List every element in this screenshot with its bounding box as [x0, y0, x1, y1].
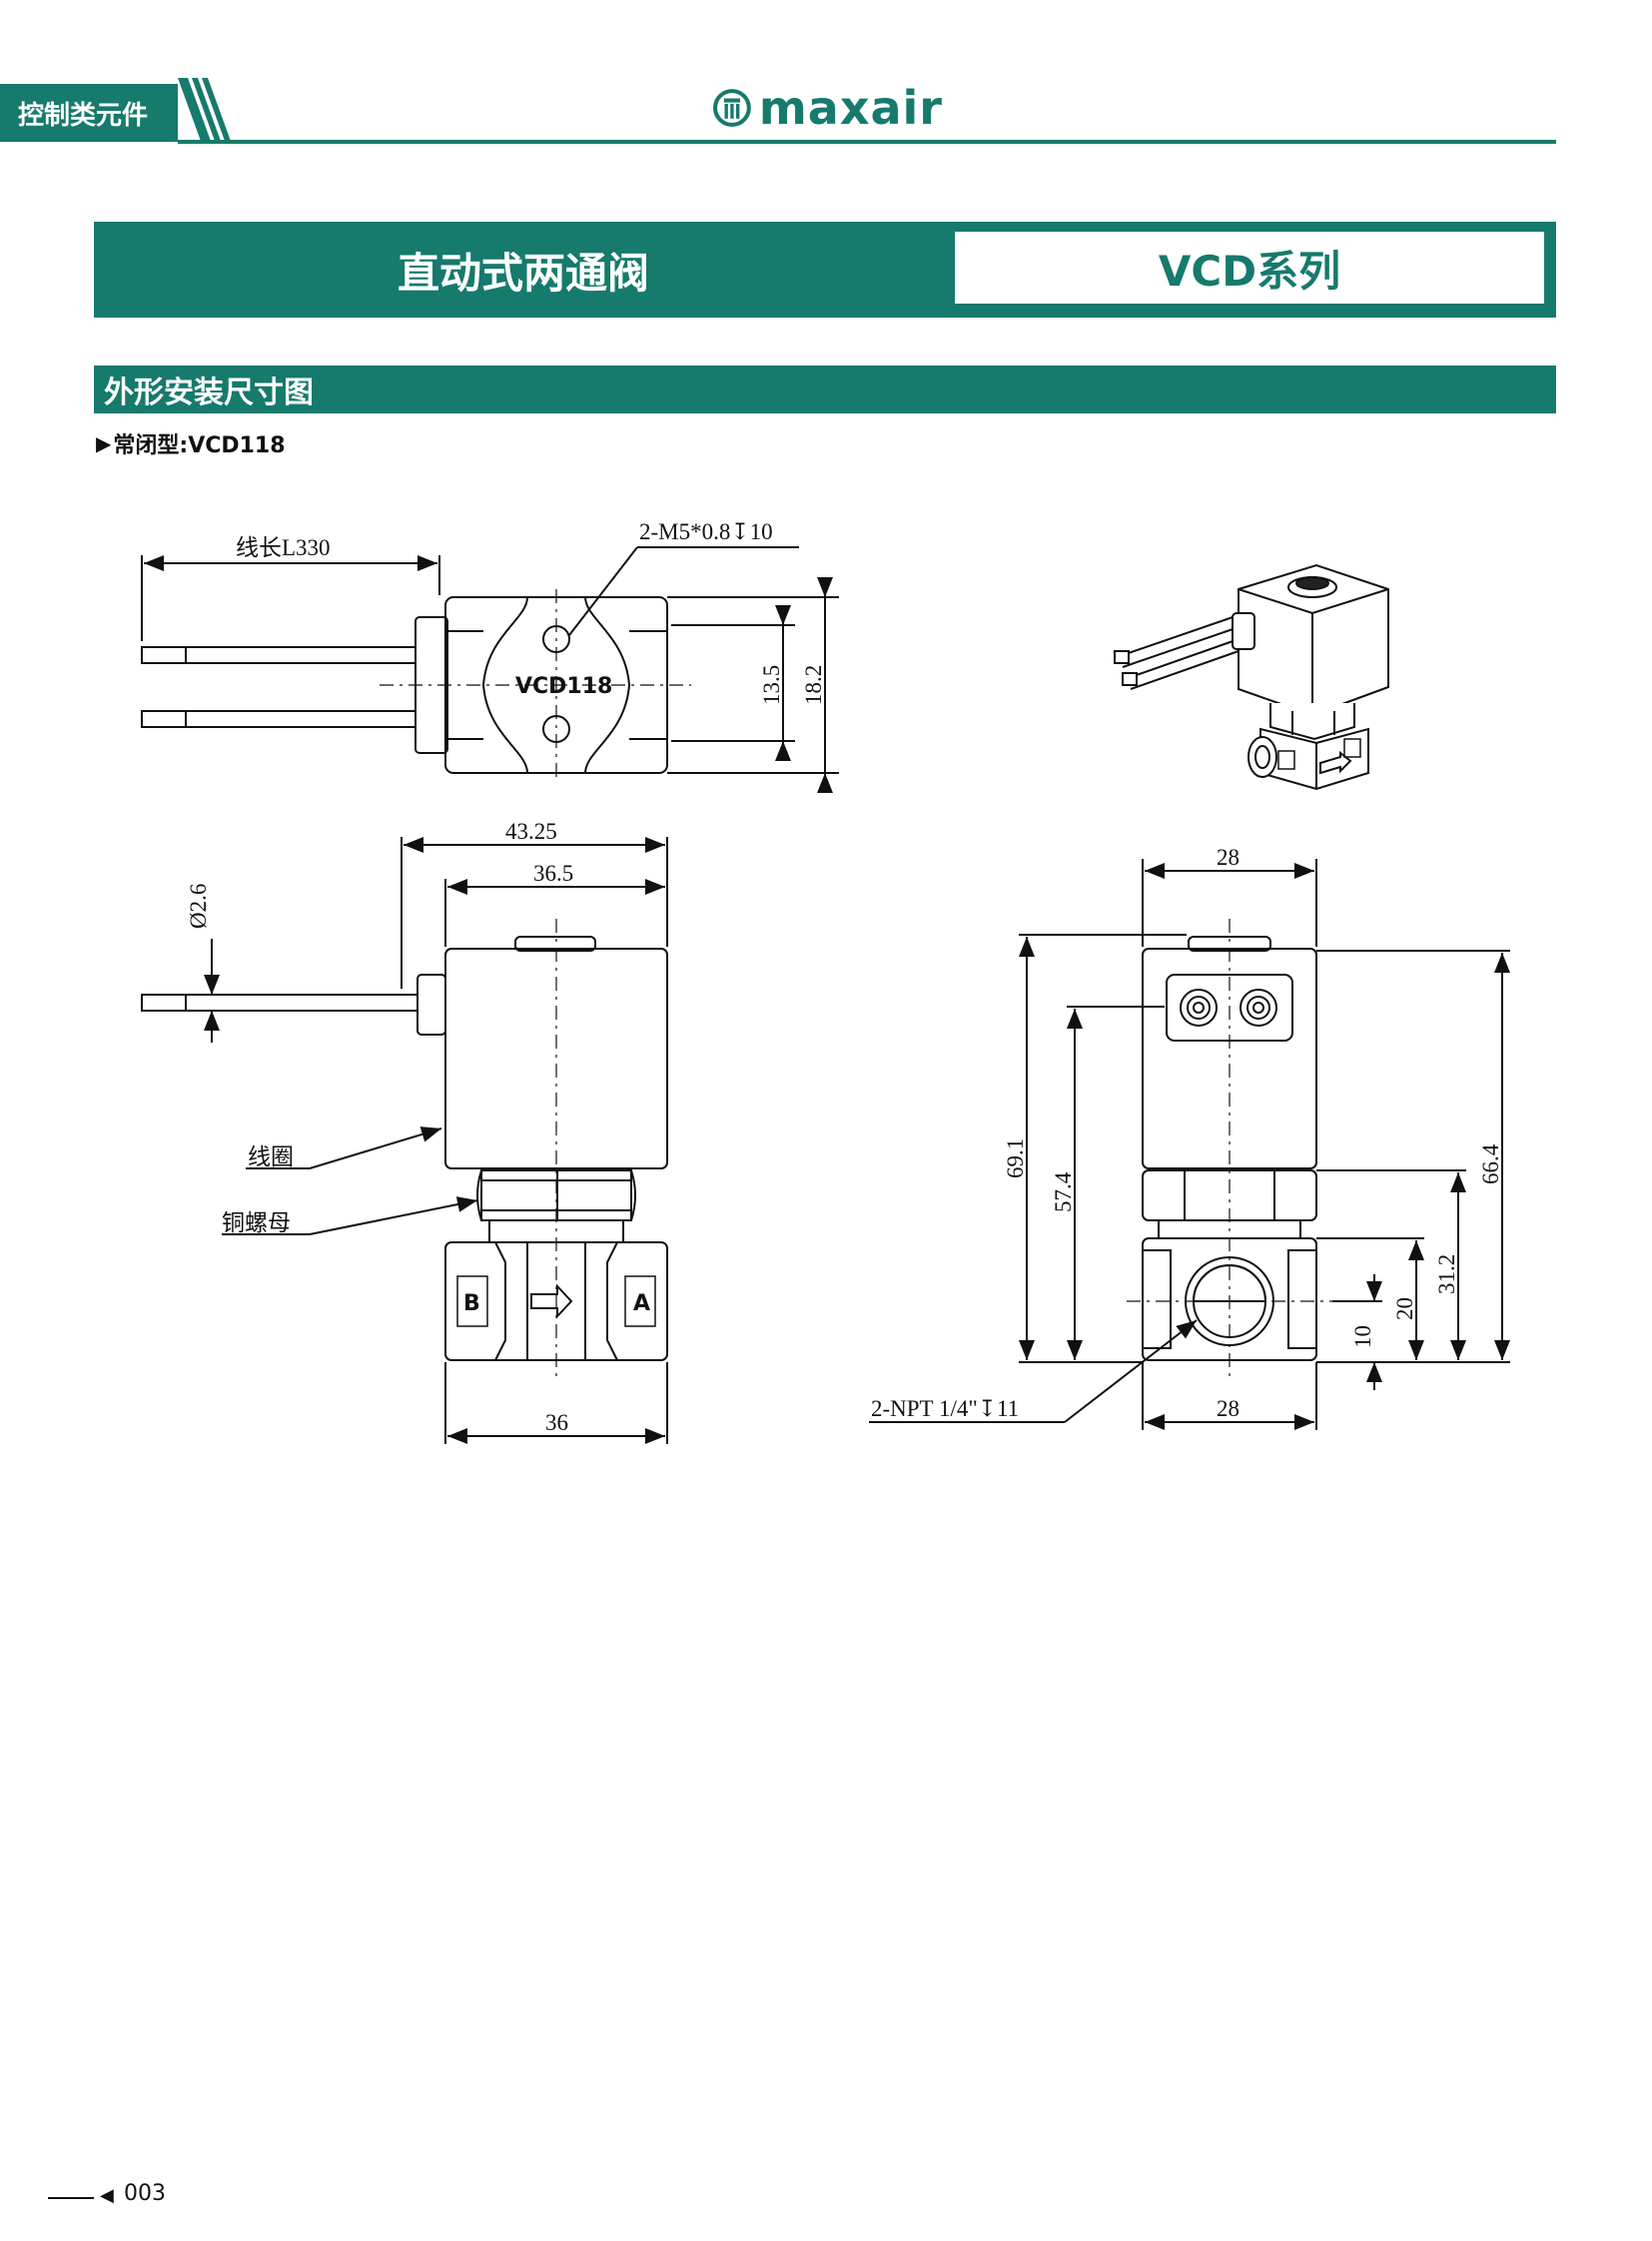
dim-28-top: 28 — [1217, 845, 1239, 870]
dim-20: 20 — [1392, 1297, 1417, 1320]
dim-10: 10 — [1350, 1325, 1375, 1348]
category-tag: 控制类元件 — [0, 84, 178, 142]
isometric-view — [1114, 563, 1389, 791]
dim-36-5: 36.5 — [533, 861, 573, 886]
port-b-label: B — [463, 1291, 480, 1316]
wire-length-label: 线长L330 — [236, 535, 331, 560]
product-title: 直动式两通阀 — [397, 248, 649, 298]
thread-callout-label: 2-M5*0.8↧10 — [639, 519, 773, 544]
dim-66-4: 66.4 — [1478, 1143, 1503, 1184]
dim-57-4: 57.4 — [1051, 1171, 1076, 1212]
dim-13-5: 13.5 — [759, 665, 784, 705]
side-view — [869, 859, 1510, 1430]
page-arrow-icon: ◀ — [100, 2185, 114, 2206]
tab-stripes-decoration — [178, 78, 232, 144]
logo-text: maxair — [758, 81, 943, 135]
model-mark-label: VCD118 — [515, 674, 612, 699]
title-bar: 直动式两通阀 VCD系列 — [94, 222, 1556, 318]
footer-rule — [48, 2197, 94, 2199]
front-view — [141, 837, 668, 1444]
model-subtitle: ▶ 常闭型:VCD118 — [96, 427, 286, 459]
section-title: 外形安装尺寸图 — [94, 366, 1556, 413]
dim-28-bottom: 28 — [1217, 1396, 1239, 1421]
model-subtitle-text: 常闭型:VCD118 — [113, 433, 286, 458]
dim-31-2: 31.2 — [1434, 1254, 1459, 1294]
brand-logo: maxair — [713, 78, 943, 138]
dim-69-1: 69.1 — [1003, 1138, 1028, 1178]
dim-36: 36 — [545, 1410, 568, 1435]
triangle-bullet-icon: ▶ — [96, 431, 112, 455]
top-view — [141, 546, 839, 793]
dim-18-2: 18.2 — [801, 665, 826, 705]
header-rule — [178, 140, 1556, 144]
coil-label: 线圈 — [248, 1144, 294, 1169]
wire-diameter-label: Ø2.6 — [186, 884, 211, 929]
series-title: VCD系列 — [955, 232, 1544, 304]
port-a-label: A — [633, 1291, 650, 1316]
dim-43-25: 43.25 — [505, 819, 557, 844]
page-number: 003 — [124, 2181, 166, 2206]
logo-mark-icon — [713, 89, 751, 127]
port-callout-label: 2-NPT 1/4"↧11 — [871, 1396, 1019, 1421]
nut-label: 铜螺母 — [222, 1210, 291, 1235]
